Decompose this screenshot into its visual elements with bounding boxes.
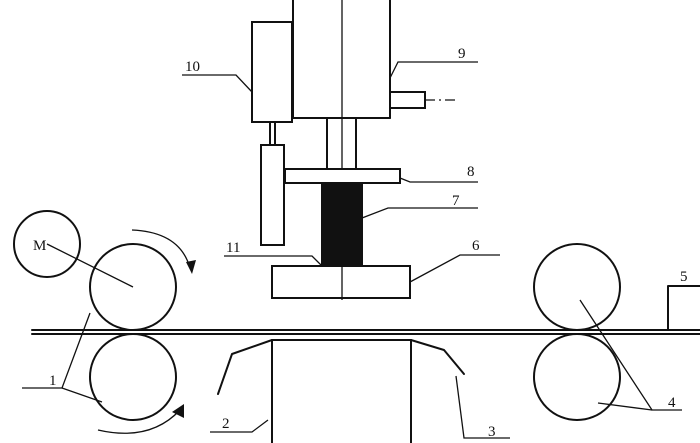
rotation-arrow-top bbox=[131, 229, 196, 274]
die-guide-left bbox=[217, 339, 273, 395]
ram-column bbox=[326, 117, 357, 171]
spring bbox=[321, 182, 363, 268]
press-ram bbox=[292, 0, 458, 300]
label-5: 5 bbox=[680, 269, 688, 285]
output-rollers bbox=[533, 243, 621, 421]
stripper-bracket bbox=[284, 168, 401, 184]
label-2: 2 bbox=[222, 416, 230, 432]
label-11: 11 bbox=[226, 240, 240, 256]
labels: M 10 9 8 7 11 6 5 1 2 3 4 bbox=[33, 46, 688, 440]
leader-lines bbox=[22, 61, 682, 439]
die bbox=[217, 339, 465, 443]
label-9: 9 bbox=[458, 46, 466, 62]
label-4: 4 bbox=[668, 395, 676, 411]
cylinder bbox=[251, 21, 293, 246]
ram-pin bbox=[389, 91, 426, 109]
label-7: 7 bbox=[452, 193, 460, 209]
label-1: 1 bbox=[49, 373, 57, 389]
label-10: 10 bbox=[185, 59, 200, 75]
drive-roller-bottom bbox=[89, 333, 177, 421]
label-6: 6 bbox=[472, 238, 480, 254]
output-roller-top bbox=[533, 243, 621, 331]
drive-rollers bbox=[89, 243, 177, 421]
die-guide-right bbox=[410, 339, 465, 375]
stop-block bbox=[667, 285, 700, 331]
label-8: 8 bbox=[467, 164, 475, 180]
rotation-arrow-bottom bbox=[97, 404, 184, 434]
output-roller-bottom bbox=[533, 333, 621, 421]
strip-material bbox=[31, 329, 700, 335]
label-motor: M bbox=[33, 238, 46, 254]
punch-plate bbox=[271, 265, 411, 299]
cylinder-rod bbox=[260, 144, 285, 246]
label-3: 3 bbox=[488, 424, 496, 440]
